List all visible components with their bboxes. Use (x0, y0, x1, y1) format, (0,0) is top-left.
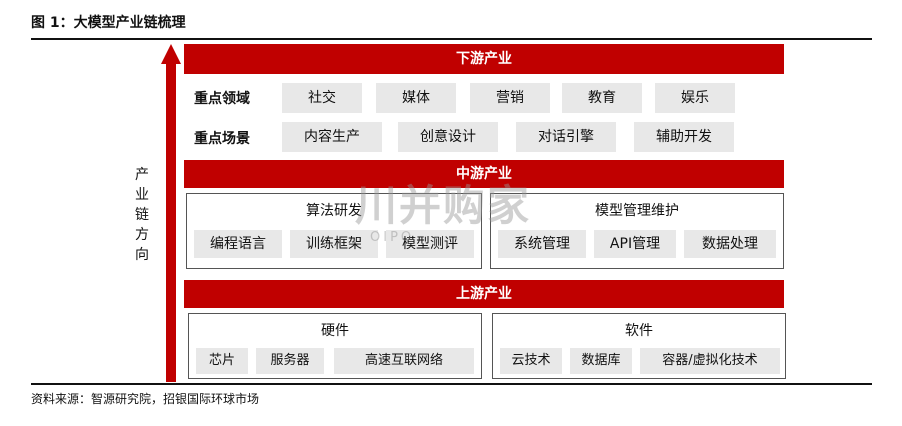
downstream-band: 下游产业 (184, 44, 784, 74)
figure-title: 图 1：大模型产业链梳理 (31, 15, 186, 31)
scene-chip: 内容生产 (282, 122, 382, 152)
algorithm-chip: 编程语言 (194, 230, 282, 258)
maintenance-chip: 系统管理 (498, 230, 586, 258)
field-chip: 媒体 (376, 83, 456, 113)
field-chip: 教育 (562, 83, 642, 113)
upstream-band: 上游产业 (184, 280, 784, 308)
hardware-chip: 服务器 (256, 348, 324, 374)
hardware-chip: 芯片 (196, 348, 248, 374)
scene-chip: 辅助开发 (634, 122, 734, 152)
maintenance-chip: API管理 (594, 230, 676, 258)
direction-char: 方 (135, 227, 149, 243)
field-chip: 社交 (282, 83, 362, 113)
top-rule (31, 38, 872, 40)
key-fields-label: 重点领域 (194, 91, 250, 107)
software-title: 软件 (625, 323, 653, 339)
field-chip: 娱乐 (655, 83, 735, 113)
direction-char: 产 (135, 167, 149, 183)
model-maintenance-title: 模型管理维护 (595, 203, 679, 219)
hardware-title: 硬件 (321, 323, 349, 339)
chain-direction-arrow-shaft (166, 62, 176, 382)
field-chip: 营销 (470, 83, 550, 113)
direction-char: 链 (135, 207, 149, 223)
midstream-band: 中游产业 (184, 160, 784, 188)
hardware-chip: 高速互联网络 (334, 348, 474, 374)
direction-char: 业 (135, 187, 149, 203)
direction-char: 向 (135, 247, 149, 263)
scene-chip: 创意设计 (398, 122, 498, 152)
scene-chip: 对话引擎 (516, 122, 616, 152)
algorithm-rd-title: 算法研发 (306, 203, 362, 219)
maintenance-chip: 数据处理 (684, 230, 776, 258)
software-chip: 数据库 (570, 348, 632, 374)
algorithm-chip: 模型测评 (386, 230, 474, 258)
key-scenes-label: 重点场景 (194, 131, 250, 147)
up-arrow-icon (161, 44, 181, 64)
algorithm-chip: 训练框架 (290, 230, 378, 258)
bottom-rule (31, 383, 872, 385)
source-note: 资料来源：智源研究院，招银国际环球市场 (31, 392, 260, 406)
chain-direction-label: 产 业 链 方 向 (132, 165, 152, 265)
software-chip: 云技术 (500, 348, 562, 374)
software-chip: 容器/虚拟化技术 (640, 348, 780, 374)
